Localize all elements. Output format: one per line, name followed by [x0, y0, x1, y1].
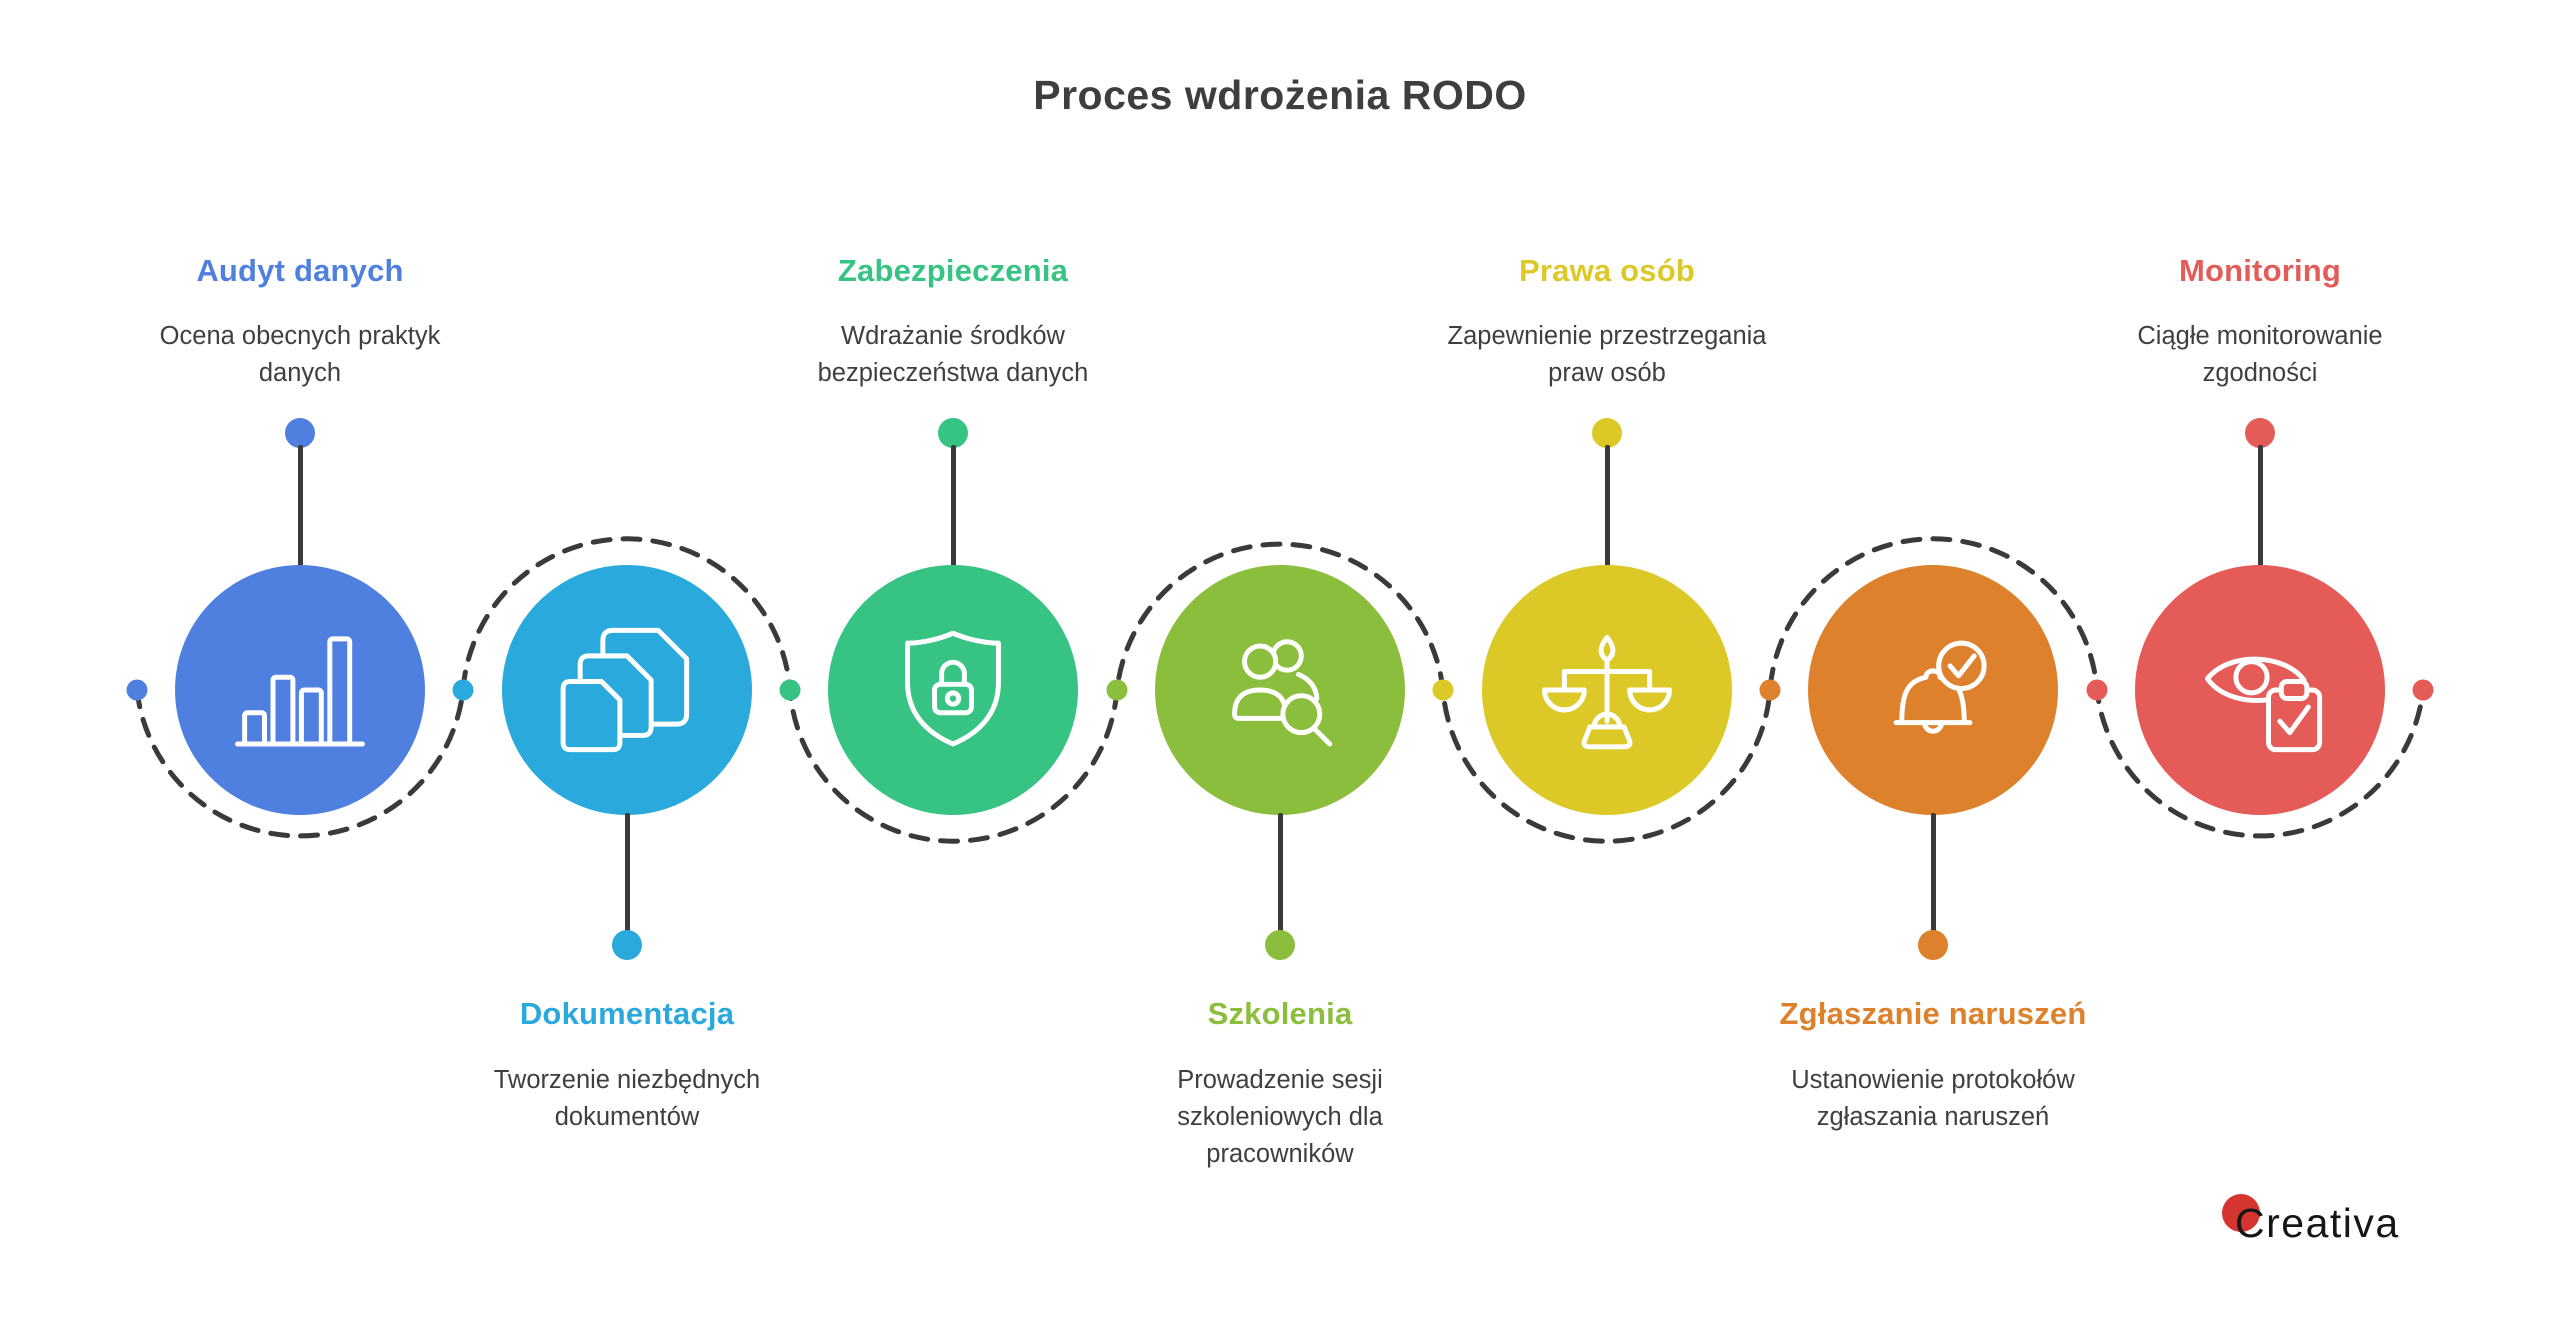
documents-icon [560, 627, 690, 753]
step5-connector-dot [1592, 418, 1622, 448]
step3-description: Wdrażanie środków bezpieczeństwa danych [817, 322, 1089, 387]
step1-connector-dot [285, 418, 315, 448]
step5-label: Prawa osób [1519, 253, 1695, 288]
timeline-dot [779, 679, 801, 701]
step6-label: Zgłaszanie naruszeń [1779, 996, 2087, 1031]
step3-label: Zabezpieczenia [837, 253, 1069, 288]
shield-lock-icon [905, 630, 1001, 747]
step4-circle [1155, 565, 1405, 815]
step2-label: Dokumentacja [519, 996, 735, 1031]
timeline-dot [1759, 679, 1781, 701]
step3-connector-dot [938, 418, 968, 448]
timeline-dot [452, 679, 474, 701]
step6-description: Ustanowienie protokołów zgłaszania narus… [1791, 1066, 2075, 1131]
step1-description: Ocena obecnych praktyk danych [159, 322, 441, 387]
step1-circle [175, 565, 425, 815]
step7-connector-dot [2245, 418, 2275, 448]
step5-circle [1482, 565, 1732, 815]
step4-label: Szkolenia [1207, 996, 1353, 1031]
step6-circle [1808, 565, 2058, 815]
step6-connector-dot [1918, 930, 1948, 960]
step4-connector-dot [1265, 930, 1295, 960]
step7-label: Monitoring [2178, 253, 2342, 288]
step1-connector-line [298, 445, 303, 567]
timeline-dashed-path [134, 536, 2426, 844]
step3-circle [828, 565, 1078, 815]
creativa-logo: Creativa [2222, 1192, 2462, 1262]
step2-description: Tworzenie niezbędnych dokumentów [493, 1066, 761, 1131]
step4-connector-line [1278, 813, 1283, 933]
eye-check-icon [2204, 656, 2323, 753]
step6-connector-line [1931, 813, 1936, 933]
step5-description: Zapewnienie przestrzegania praw osób [1447, 322, 1767, 387]
step2-circle [502, 565, 752, 815]
bar-chart-icon [235, 636, 365, 747]
timeline-dot [2412, 679, 2434, 701]
page-title: Proces wdrożenia RODO [1033, 72, 1527, 118]
timeline-dot [2086, 679, 2108, 701]
step4-description: Prowadzenie sesji szkoleniowych dla prac… [1177, 1066, 1383, 1168]
timeline-dot [126, 679, 148, 701]
bell-check-icon [1893, 640, 1987, 734]
timeline-dot [1432, 679, 1454, 701]
step7-circle [2135, 565, 2385, 815]
step7-connector-line [2258, 445, 2263, 567]
step2-connector-line [625, 813, 630, 933]
step5-connector-line [1605, 445, 1610, 567]
logo-text: Creativa [2235, 1200, 2400, 1246]
step3-connector-line [951, 445, 956, 567]
people-search-icon [1232, 639, 1333, 747]
logo-red-dot-icon [2222, 1194, 2260, 1232]
step2-connector-dot [612, 930, 642, 960]
step7-description: Ciągłe monitorowanie zgodności [2137, 322, 2383, 387]
timeline-dot [1106, 679, 1128, 701]
step1-label: Audyt danych [196, 253, 404, 288]
scales-icon [1542, 634, 1672, 750]
